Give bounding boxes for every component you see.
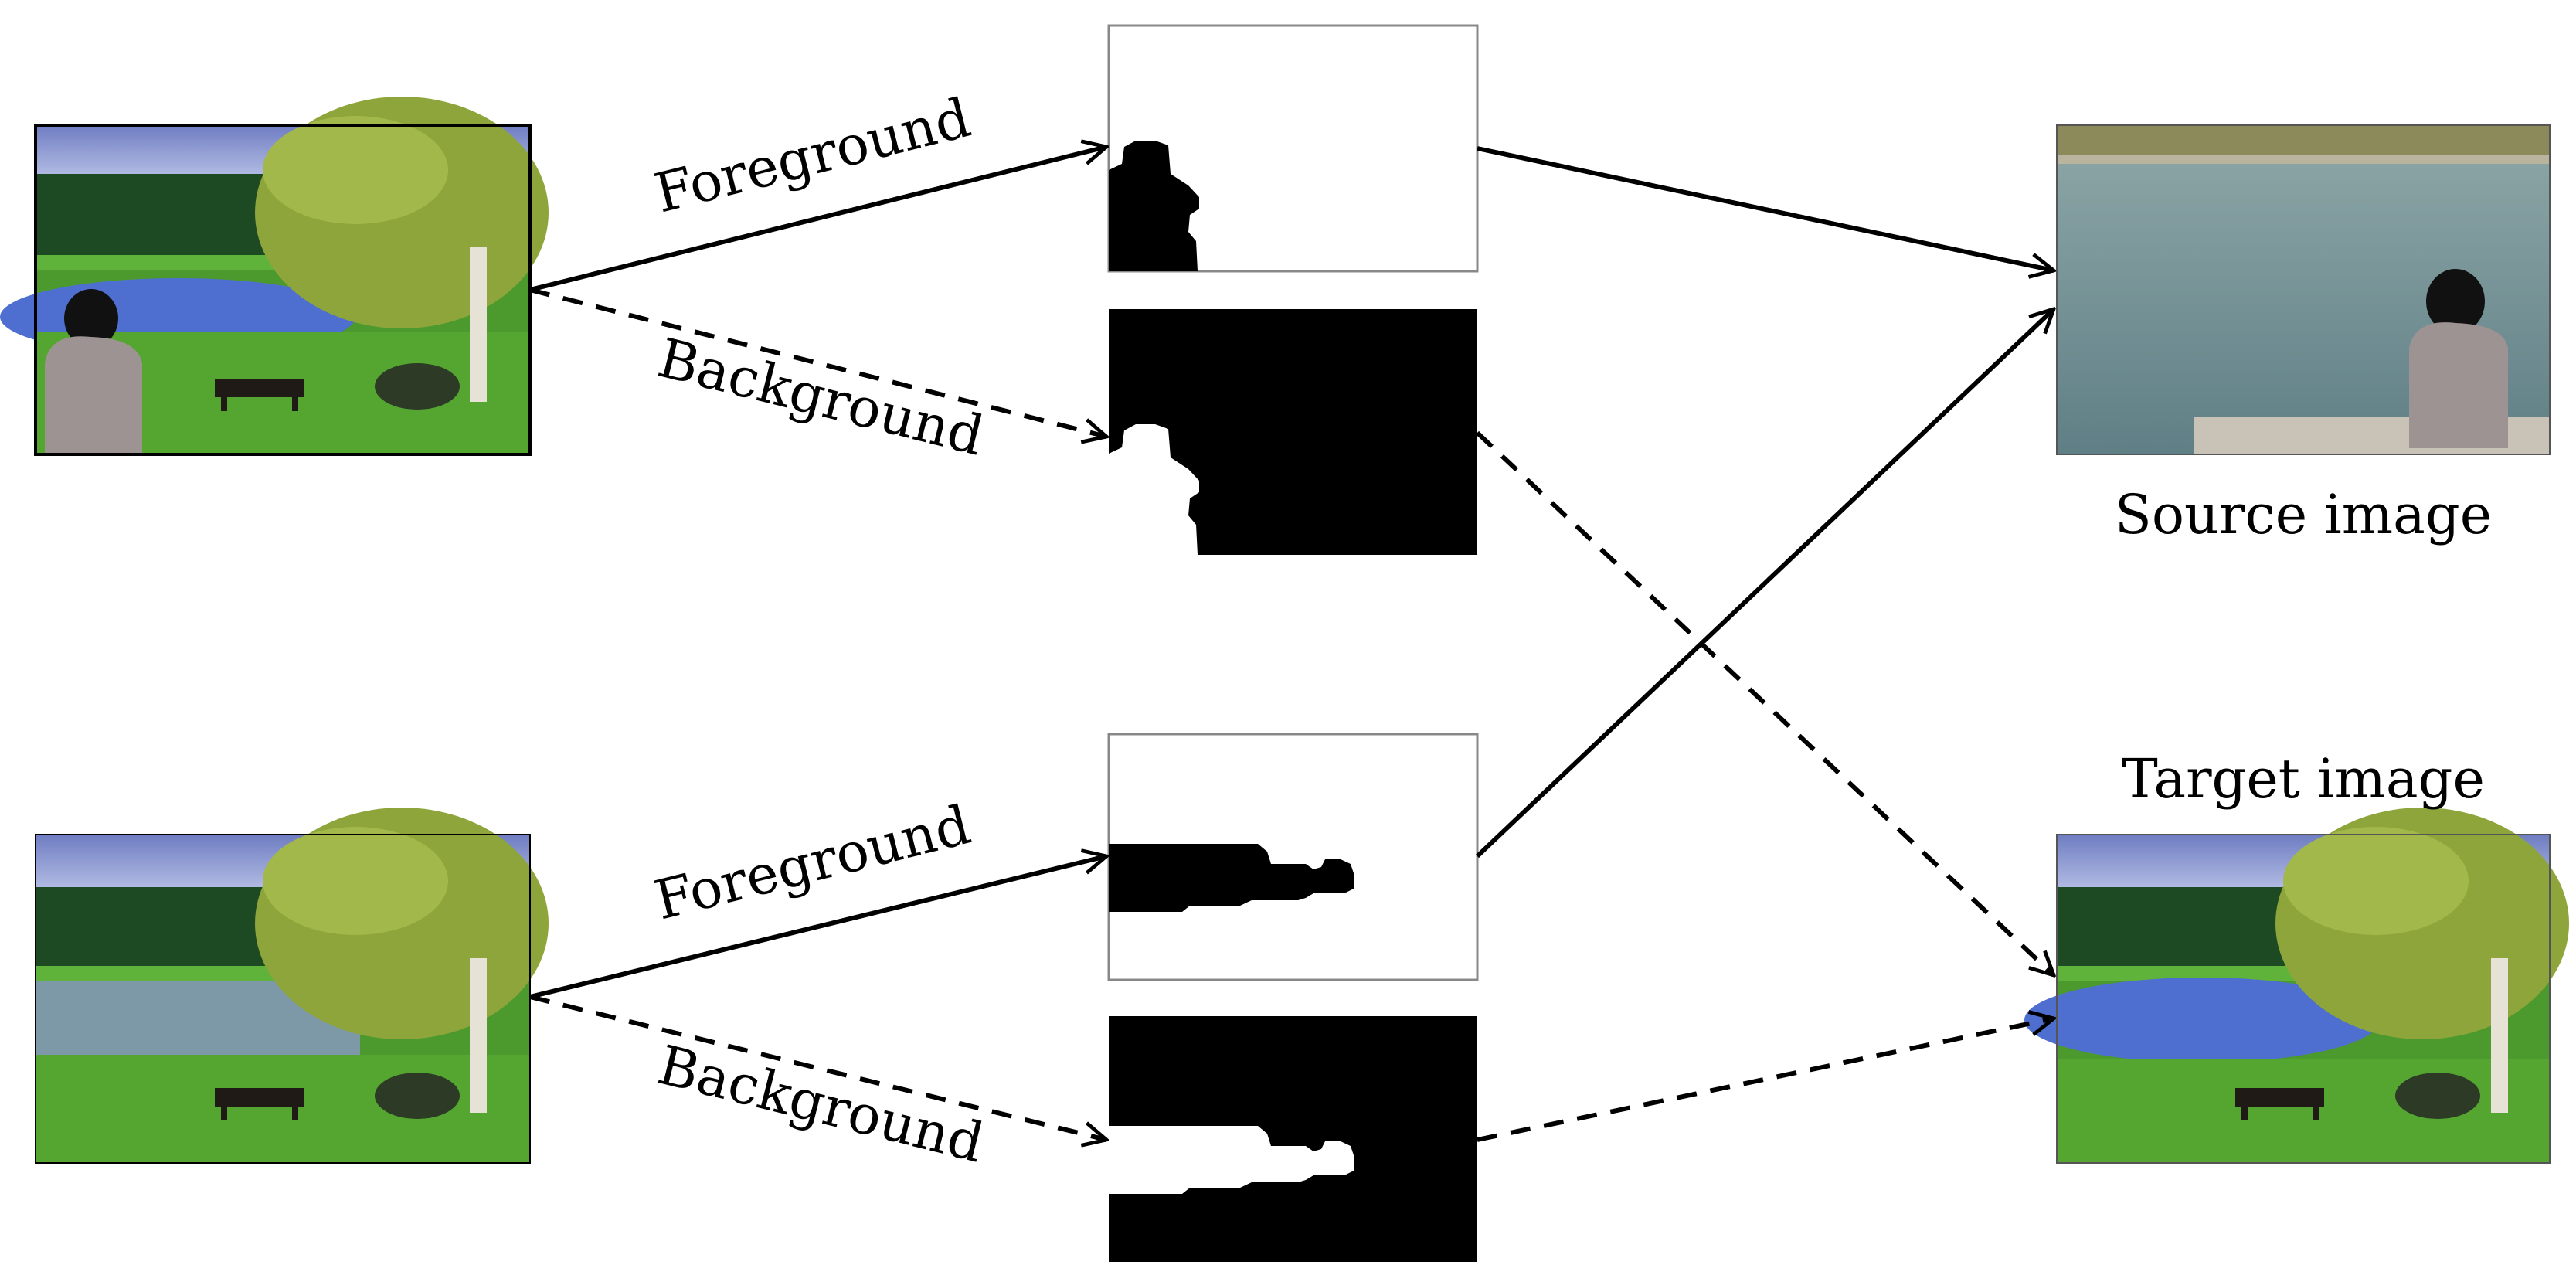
input-photo-bottom: [35, 808, 549, 1164]
caption-target: Target image: [2122, 747, 2485, 811]
mask-background-top: [1109, 309, 1477, 555]
arrow-mask-to-source-top: [1477, 146, 2054, 270]
arrow-bottom-foreground: [529, 856, 1106, 999]
caption-source: Source image: [2115, 483, 2492, 546]
arrow-bottom-background: [529, 995, 1106, 1140]
arrow-top-foreground: [529, 147, 1106, 292]
label-top-background: Background: [652, 326, 990, 468]
label-bottom-background: Background: [652, 1033, 990, 1175]
mask-foreground-top: [1107, 24, 1479, 273]
target-image: [2024, 808, 2569, 1164]
arrow-top-background: [529, 287, 1106, 437]
arrow-mask-to-target-top: [1475, 430, 2054, 975]
source-image: [2056, 124, 2551, 455]
arrow-mask-to-source-bottom: [1475, 309, 2054, 859]
arrow-mask-to-target-bottom: [1477, 1018, 2054, 1142]
label-top-foreground: Foreground: [648, 86, 977, 225]
mask-background-bottom: [1109, 1016, 1477, 1262]
input-photo-top: [0, 97, 549, 456]
mask-foreground-bottom: [1107, 733, 1479, 981]
label-bottom-foreground: Foreground: [648, 793, 977, 932]
